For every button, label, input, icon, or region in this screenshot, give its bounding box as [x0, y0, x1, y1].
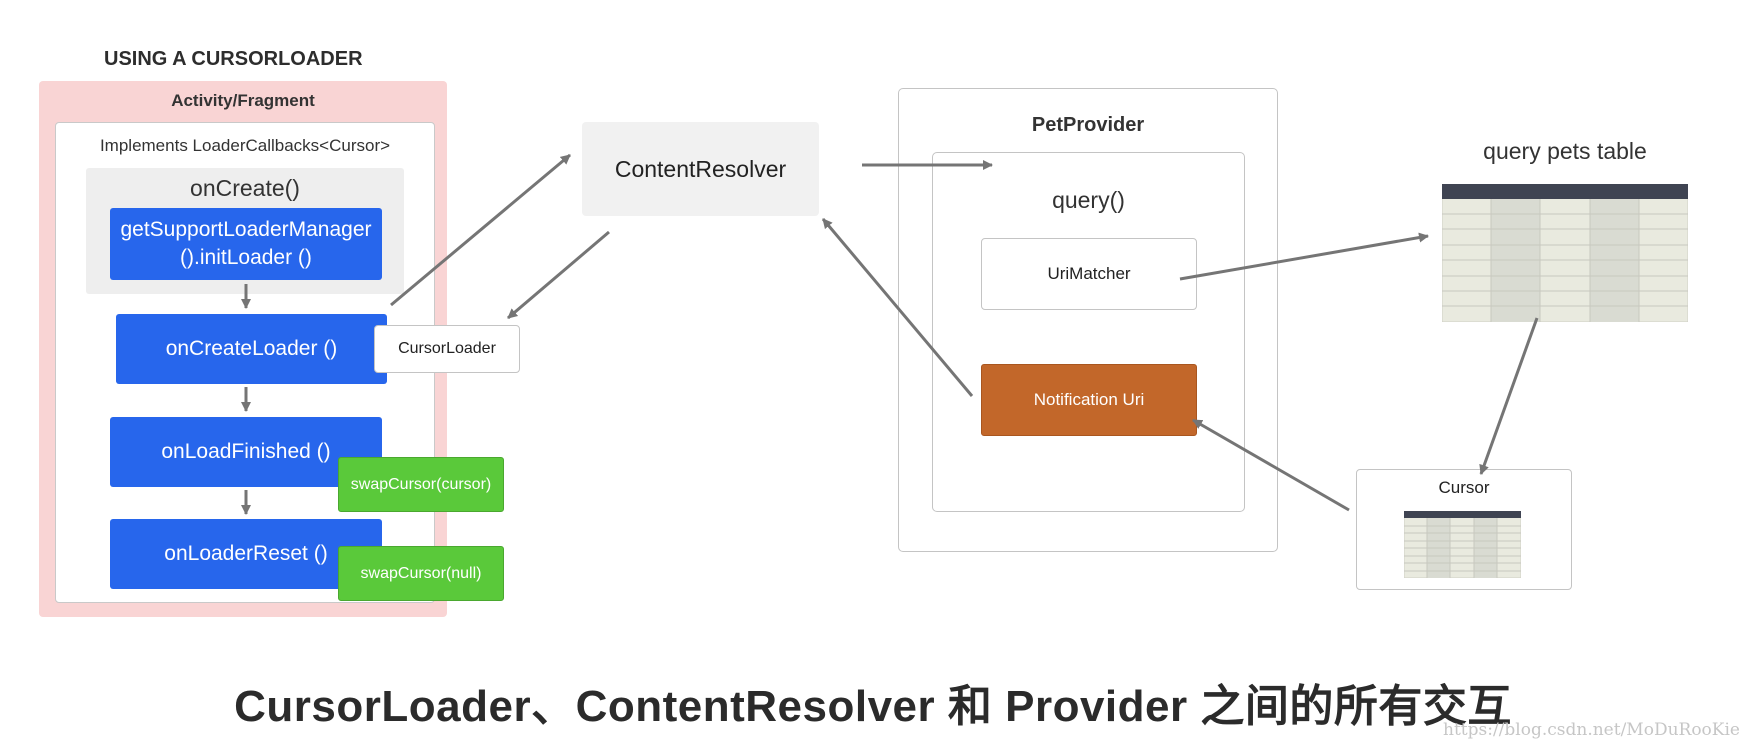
uri-matcher-text: UriMatcher	[1047, 264, 1131, 283]
init-loader-text-line1: getSupportLoaderManager	[120, 218, 372, 241]
arrow-resolver-to-cursorloader	[507, 230, 610, 320]
pets-table-icon	[1442, 184, 1688, 322]
cursor-table-icon	[1404, 511, 1521, 578]
watermark: https://blog.csdn.net/MoDuRooKie	[1443, 720, 1740, 740]
query-method-label: query()	[1052, 187, 1125, 213]
arrow-table-to-cursor	[1479, 317, 1539, 475]
on-loader-reset-text: onLoaderReset ()	[164, 542, 328, 565]
loader-callbacks-label: Implements LoaderCallbacks<Cursor>	[99, 136, 391, 155]
on-create-loader-text: onCreateLoader ()	[165, 337, 338, 360]
swap-cursor-node: swapCursor(cursor)	[338, 457, 504, 512]
cursor-loader-node: CursorLoader	[374, 325, 520, 373]
init-loader-node: getSupportLoaderManager ().initLoader ()	[110, 208, 382, 280]
notification-uri-node: Notification Uri	[981, 364, 1197, 436]
init-loader-text-line2: ().initLoader ()	[180, 246, 312, 269]
on-loader-reset-node: onLoaderReset ()	[110, 519, 382, 589]
swap-cursor-text: swapCursor(cursor)	[350, 475, 492, 493]
activity-fragment-label: Activity/Fragment	[171, 91, 315, 110]
pet-provider-label: PetProvider	[1031, 114, 1145, 136]
notification-uri-text: Notification Uri	[1033, 390, 1145, 409]
content-resolver-node: ContentResolver	[582, 122, 819, 216]
oncreate-label: onCreate()	[190, 175, 300, 201]
cursor-label: Cursor	[1438, 478, 1490, 497]
diagram-caption: CursorLoader、ContentResolver 和 Provider …	[234, 682, 1512, 731]
on-load-finished-text: onLoadFinished ()	[161, 440, 331, 463]
on-load-finished-node: onLoadFinished ()	[110, 417, 382, 487]
swap-null-text: swapCursor(null)	[360, 564, 482, 582]
swap-null-node: swapCursor(null)	[338, 546, 504, 601]
cursor-loader-text: CursorLoader	[398, 340, 496, 357]
content-resolver-text: ContentResolver	[614, 155, 787, 182]
pets-table-label: query pets table	[1483, 138, 1647, 164]
on-create-loader-node: onCreateLoader ()	[116, 314, 387, 384]
diagram-title: USING A CURSORLOADER	[104, 48, 363, 70]
uri-matcher-node: UriMatcher	[981, 238, 1197, 310]
